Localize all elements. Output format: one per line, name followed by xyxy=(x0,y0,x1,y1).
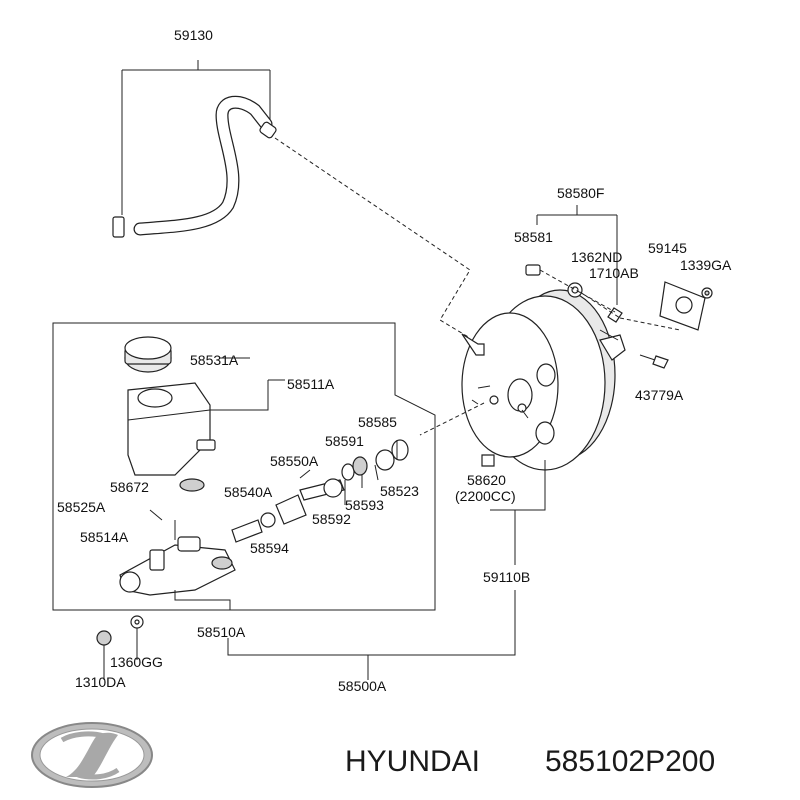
label-1710ab: 1710AB xyxy=(589,265,639,281)
label-58580f: 58580F xyxy=(557,185,604,201)
label-58593: 58593 xyxy=(345,497,384,513)
label-2200cc: (2200CC) xyxy=(455,488,516,504)
reservoir-assembly xyxy=(124,336,285,492)
label-58592: 58592 xyxy=(312,511,351,527)
piston-assembly xyxy=(231,439,409,543)
booster-fittings xyxy=(481,205,713,565)
label-58525a: 58525A xyxy=(57,499,106,515)
label-58594: 58594 xyxy=(250,540,289,556)
label-1310da: 1310DA xyxy=(75,674,126,690)
label-58550a: 58550A xyxy=(270,453,319,469)
label-58531a: 58531A xyxy=(190,352,239,368)
label-1360gg: 1360GG xyxy=(110,654,163,670)
label-1339ga: 1339GA xyxy=(680,257,732,273)
label-58581: 58581 xyxy=(514,229,553,245)
brand-name: HYUNDAI xyxy=(345,745,480,778)
label-59130: 59130 xyxy=(174,27,213,43)
label-43779a: 43779A xyxy=(635,387,684,403)
vacuum-hose xyxy=(112,60,471,339)
label-58514a: 58514A xyxy=(80,529,129,545)
label-58620: 58620 xyxy=(467,472,506,488)
label-58672: 58672 xyxy=(110,479,149,495)
label-59145: 59145 xyxy=(648,240,687,256)
label-58523: 58523 xyxy=(380,483,419,499)
label-1362nd: 1362ND xyxy=(571,249,622,265)
part-number: 585102P200 xyxy=(545,745,715,778)
label-58510a: 58510A xyxy=(197,624,246,640)
mount-fasteners xyxy=(96,590,516,680)
brake-booster xyxy=(419,289,626,471)
cylinder-body xyxy=(119,509,236,610)
hyundai-logo-icon xyxy=(31,722,153,788)
label-58511a: 58511A xyxy=(287,376,335,392)
master-cylinder-frame xyxy=(52,322,436,611)
label-58591: 58591 xyxy=(325,433,364,449)
label-58585: 58585 xyxy=(358,414,397,430)
label-59110b: 59110B xyxy=(483,569,530,585)
label-58500a: 58500A xyxy=(338,678,387,694)
label-58540a: 58540A xyxy=(224,484,273,500)
